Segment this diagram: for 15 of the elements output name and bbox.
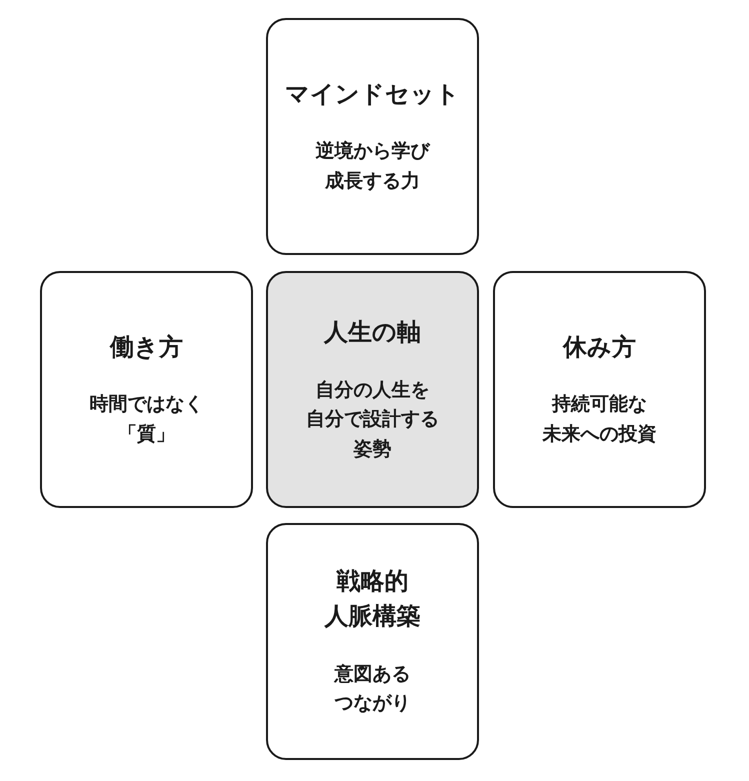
topic-box bbox=[266, 18, 479, 255]
heading: 戦略的人脈構築 bbox=[324, 566, 420, 632]
description: 持続可能な未来への投資 bbox=[542, 392, 656, 447]
description: 時間ではなく「質」 bbox=[90, 392, 204, 447]
description: 自分の人生を自分で設計する姿勢 bbox=[306, 378, 439, 462]
description: 逆境から学び成長する力 bbox=[316, 139, 430, 194]
center-box bbox=[266, 271, 479, 508]
topic-box bbox=[493, 271, 706, 508]
description: 意図あるつながり bbox=[334, 662, 410, 716]
heading: 休み方 bbox=[563, 332, 636, 363]
heading: マインドセット bbox=[285, 78, 460, 110]
heading: 人生の軸 bbox=[324, 316, 421, 348]
heading: 働き方 bbox=[110, 332, 183, 363]
topic-box bbox=[266, 523, 479, 760]
topic-box bbox=[40, 271, 253, 508]
